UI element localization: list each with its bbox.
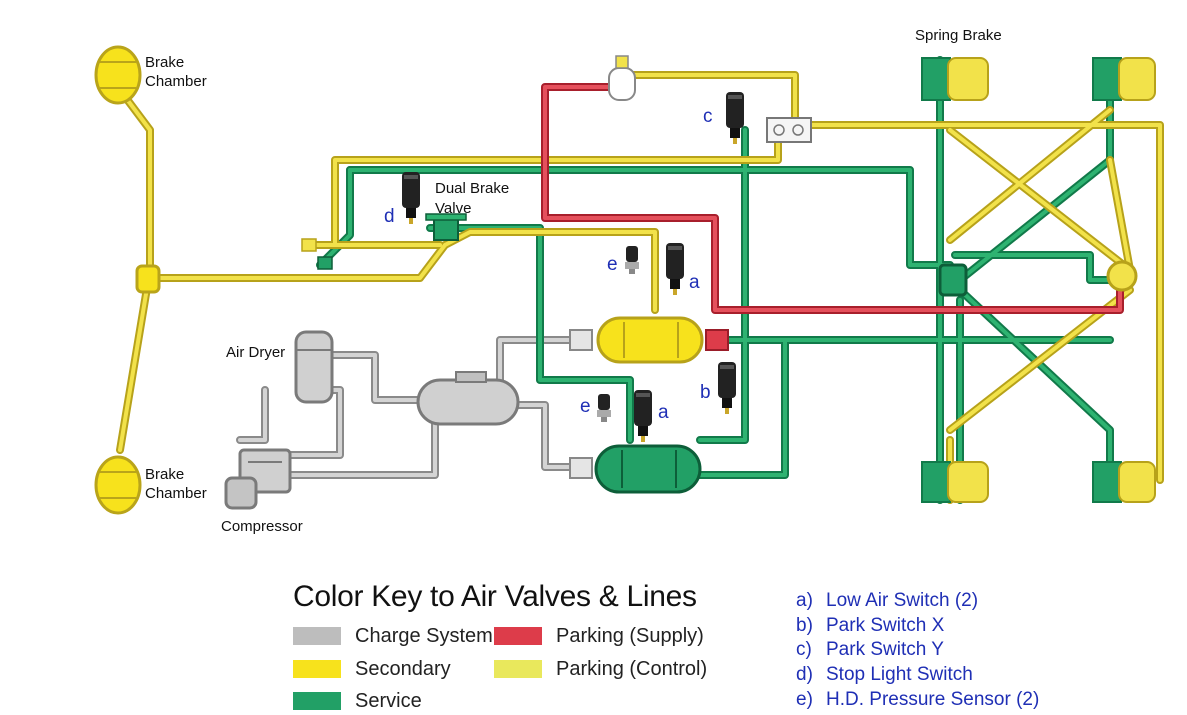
low-air-switch-upper-icon xyxy=(666,243,684,295)
legend-key: e) xyxy=(796,688,813,710)
legend-row-c: c) Park Switch Y xyxy=(796,639,1176,664)
compressor xyxy=(224,448,292,510)
key-label: Service xyxy=(355,689,422,712)
air-brake-system-diagram: Brake Chamber Brake Chamber Spring Brake… xyxy=(94,27,1164,535)
double-check-valve xyxy=(766,117,812,143)
yellow-check-valve xyxy=(569,329,593,351)
legend-key: b) xyxy=(796,614,813,636)
brake-chamber-bottom-label-1: Brake xyxy=(145,466,184,483)
switch-letter-e-upper: e xyxy=(607,254,618,275)
legend-row-e: e) H.D. Pressure Sensor (2) xyxy=(796,689,1176,714)
low-air-switch-lower-icon xyxy=(634,390,652,442)
legend-text: H.D. Pressure Sensor (2) xyxy=(826,688,1040,710)
spring-brake-rear-right-upper xyxy=(1092,57,1156,101)
spring-brake-rear-left-upper xyxy=(921,57,989,101)
legend-text: Park Switch X xyxy=(826,614,945,636)
key-label: Secondary xyxy=(355,657,451,680)
switch-letter-e-lower: e xyxy=(580,396,591,417)
spring-brake-rear-right-lower xyxy=(1092,461,1156,503)
spring-brake-valve xyxy=(1106,260,1138,292)
key-item-service: Service xyxy=(293,688,422,714)
dual-brake-valve xyxy=(425,213,467,241)
pressure-sensor-upper-icon xyxy=(625,246,639,274)
dual-brake-valve-label-1: Dual Brake xyxy=(435,180,509,197)
legend-text: Park Switch Y xyxy=(826,639,944,661)
red-parking-valve xyxy=(705,329,729,351)
front-relay-valve xyxy=(135,264,161,294)
brake-chamber-bottom-label-2: Chamber xyxy=(145,485,207,502)
key-label: Parking (Control) xyxy=(556,657,708,680)
switch-letter-a-upper: a xyxy=(689,272,700,293)
parking-control-valve xyxy=(608,55,636,101)
brake-chamber-top-label-2: Chamber xyxy=(145,73,207,90)
park-switch-x-icon xyxy=(718,362,736,414)
parking-control-swatch xyxy=(494,660,542,678)
air-dryer-label: Air Dryer xyxy=(226,344,285,361)
key-label: Parking (Supply) xyxy=(556,624,704,647)
key-item-charge-system: Charge System xyxy=(293,623,493,649)
brake-chamber-front-left xyxy=(94,45,142,105)
service-fitting xyxy=(317,256,333,270)
green-check-valve xyxy=(569,457,593,479)
secondary-fitting xyxy=(301,238,317,252)
secondary-lines xyxy=(116,71,1164,504)
service-swatch xyxy=(293,692,341,710)
compressor-label: Compressor xyxy=(221,518,303,535)
legend-key: a) xyxy=(796,590,813,611)
rear-relay-valve xyxy=(938,263,968,297)
switch-letter-b: b xyxy=(700,382,711,403)
spring-brake-rear-left-lower xyxy=(921,461,989,503)
key-item-parking-control: Parking (Control) xyxy=(494,656,707,682)
key-item-parking-supply: Parking (Supply) xyxy=(494,623,704,649)
legend-row-d: d) Stop Light Switch xyxy=(796,664,1176,689)
legend-key: d) xyxy=(796,664,813,686)
parking-supply-swatch xyxy=(494,627,542,645)
switch-letter-c: c xyxy=(703,106,713,127)
brake-chamber-front-right xyxy=(94,455,142,515)
service-reservoir xyxy=(594,444,702,494)
pressure-sensor-lower-icon xyxy=(597,394,611,422)
switch-letter-d: d xyxy=(384,206,395,227)
switch-legend: a) Low Air Switch (2) b) Park Switch X c… xyxy=(796,590,1176,713)
secondary-swatch xyxy=(293,660,341,678)
legend-row-a: a) Low Air Switch (2) xyxy=(796,590,1176,615)
spring-brake-label: Spring Brake xyxy=(915,27,1002,44)
stop-light-switch-icon xyxy=(402,172,420,224)
legend-text: Low Air Switch (2) xyxy=(826,590,979,611)
key-label: Charge System xyxy=(355,624,493,647)
supply-tank xyxy=(416,371,520,426)
key-item-secondary: Secondary xyxy=(293,656,451,682)
legend-text: Stop Light Switch xyxy=(826,664,973,686)
dual-brake-valve-label-2: Valve xyxy=(435,200,471,217)
legend-row-b: b) Park Switch X xyxy=(796,615,1176,640)
secondary-reservoir xyxy=(596,316,704,364)
switch-letter-a-lower: a xyxy=(658,402,669,423)
charge-system-swatch xyxy=(293,627,341,645)
legend-key: c) xyxy=(796,639,812,661)
brake-chamber-top-label-1: Brake xyxy=(145,54,184,71)
air-dryer xyxy=(294,330,334,404)
color-key-title: Color Key to Air Valves & Lines xyxy=(293,580,697,613)
